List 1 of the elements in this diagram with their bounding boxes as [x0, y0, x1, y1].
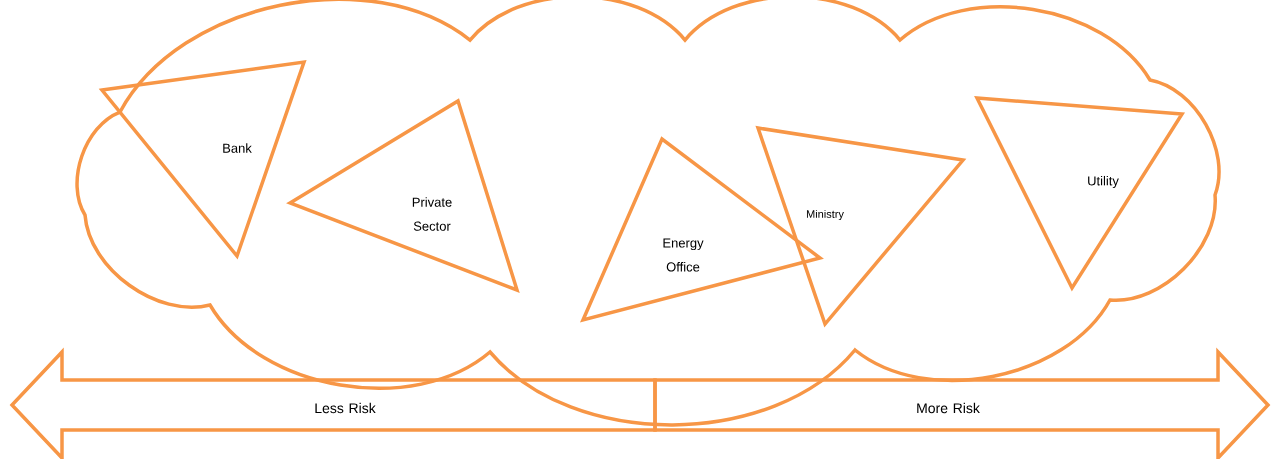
cloud-shape: [75, 0, 1221, 427]
